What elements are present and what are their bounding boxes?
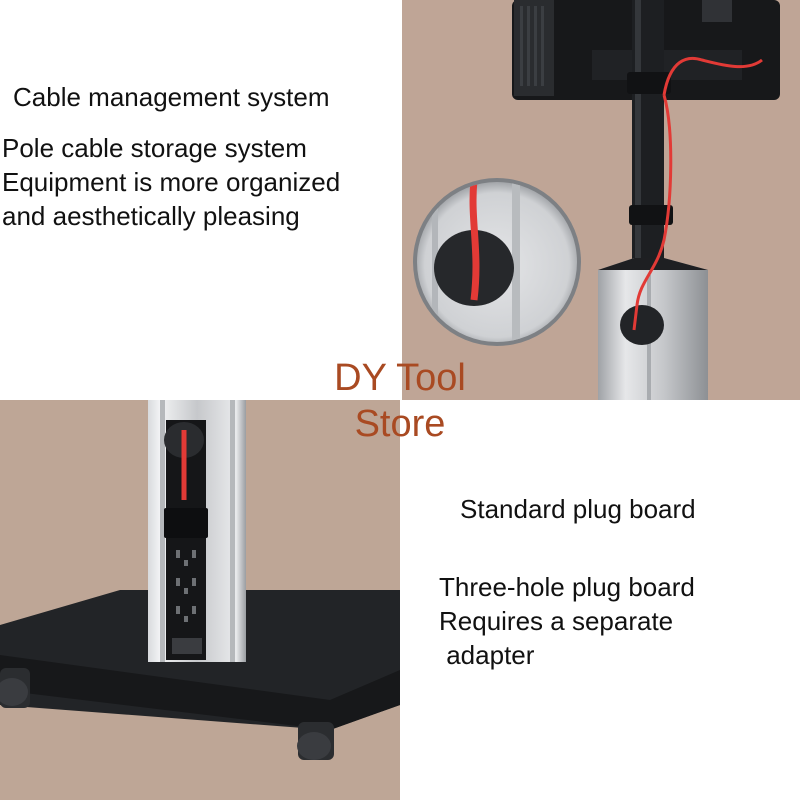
watermark-line-2: Store	[354, 403, 446, 445]
pole-cable-photo	[402, 0, 800, 400]
caster-wheel-right	[297, 722, 334, 760]
cable-management-text-panel: Cable management system Pole cable stora…	[0, 0, 402, 400]
red-cable	[632, 56, 763, 331]
cable-clip-bottom	[629, 205, 673, 225]
plug-board-text-panel: Standard plug board Three-hole plug boar…	[400, 400, 800, 800]
zoom-detail-circle	[413, 178, 581, 346]
caster-wheel-left	[0, 668, 30, 708]
cable-entry-hole	[620, 305, 664, 345]
three-hole-plug-board-text: Three-hole plug board	[439, 572, 695, 602]
pole-cable-storage-text: Pole cable storage system	[2, 133, 307, 163]
requires-adapter-text: Requires a separate	[439, 606, 674, 636]
cable-plug	[164, 508, 208, 538]
aesthetically-pleasing-text: and aesthetically pleasing	[2, 201, 300, 231]
equipment-organized-text: Equipment is more organized	[2, 167, 341, 197]
sockets	[176, 550, 196, 622]
adapter-text: adapter	[439, 640, 535, 670]
cable-clip-top	[627, 72, 671, 94]
cable-management-heading: Cable management system	[13, 82, 330, 112]
store-watermark: DY Tool Store	[300, 355, 500, 447]
watermark-line-1: DY Tool	[334, 357, 466, 399]
standard-plug-board-heading: Standard plug board	[460, 494, 696, 524]
plug-board-photo	[0, 400, 400, 800]
